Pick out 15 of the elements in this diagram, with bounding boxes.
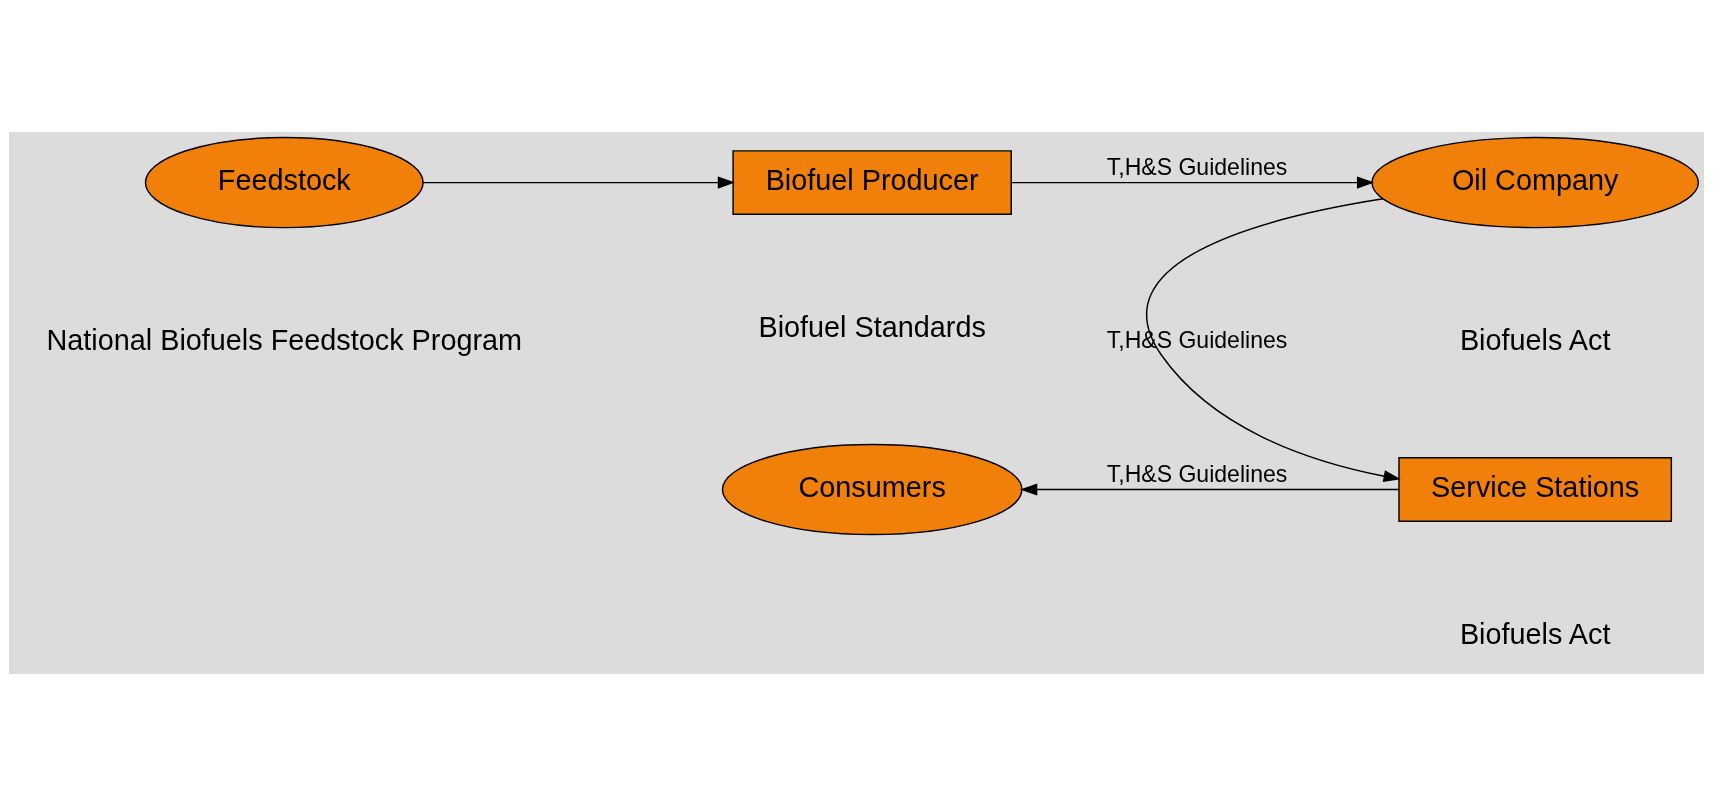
edge-label: T,H&S Guidelines <box>1106 461 1288 488</box>
node-ellipse: Oil Company <box>1371 136 1700 229</box>
node-ellipse: Consumers <box>721 443 1023 536</box>
arrow <box>422 176 736 189</box>
node-label: National Biofuels Feedstock Program <box>46 323 523 356</box>
node-label: Biofuels Act <box>1459 617 1611 650</box>
arrow <box>1019 483 1400 496</box>
node-label: Biofuel Standards <box>758 310 986 343</box>
node-ellipse: Feedstock <box>144 136 424 229</box>
arrow <box>1010 176 1375 189</box>
node-box: Service Stations <box>1398 457 1673 522</box>
node-label: Biofuels Act <box>1459 323 1611 356</box>
edge-label: T,H&S Guidelines <box>1106 154 1288 181</box>
node-box: Biofuel Producer <box>732 150 1012 215</box>
arrow <box>1145 198 1401 483</box>
